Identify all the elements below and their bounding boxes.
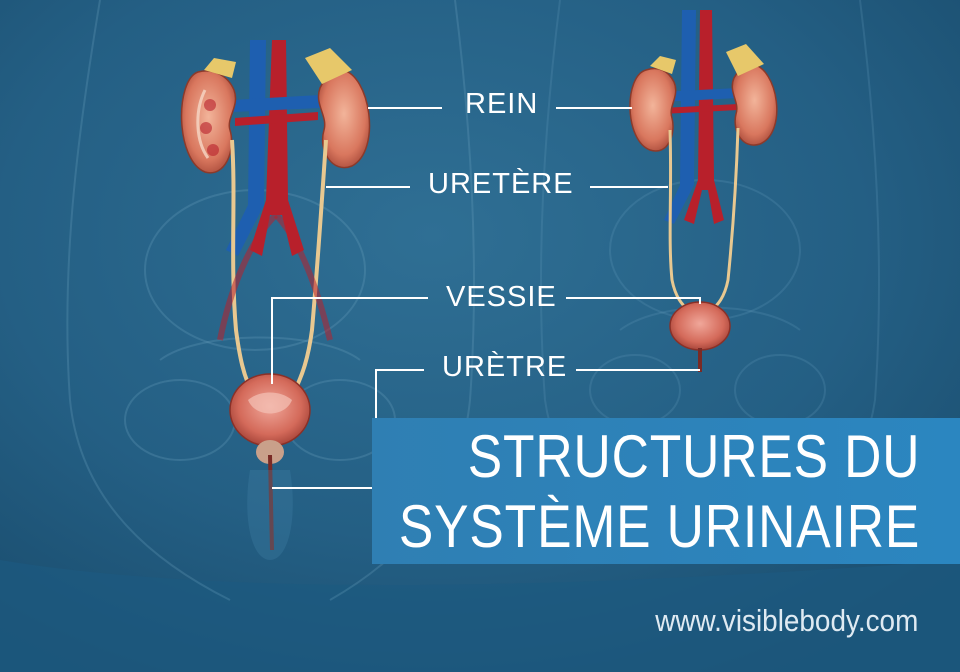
vena-cava-right xyxy=(664,10,696,224)
kidney-right-a xyxy=(629,56,677,152)
renal-vessels-right xyxy=(660,88,738,102)
leader-bladder-right xyxy=(566,297,701,304)
vena-cava-left xyxy=(226,40,266,256)
urethra-left xyxy=(268,454,274,551)
label-bladder: VESSIE xyxy=(446,281,557,313)
bottom-swoosh xyxy=(0,560,960,672)
aorta-right xyxy=(684,10,724,224)
prostate xyxy=(256,440,284,464)
leader-lines xyxy=(271,107,701,489)
kidney-right-b xyxy=(726,44,778,146)
renal-vein-left xyxy=(232,95,320,112)
leader-bladder-left xyxy=(271,297,428,384)
male-urinary-system xyxy=(180,40,371,560)
title-banner xyxy=(372,418,960,564)
title-line-2: SYSTÈME URINAIRE xyxy=(398,493,920,560)
label-ureter: URETÈRE xyxy=(428,168,574,200)
female-urinary-system xyxy=(629,10,778,372)
label-urethra: URÈTRE xyxy=(442,351,568,383)
label-kidney: REIN xyxy=(465,88,539,120)
penis-outline xyxy=(247,470,293,560)
ureter-left-a xyxy=(230,139,252,389)
renal-artery-left xyxy=(235,112,318,126)
ureter-left-b xyxy=(294,139,328,389)
title-line-1: STRUCTURES DU xyxy=(467,423,920,490)
ureter-right-b xyxy=(708,127,740,314)
website-url: www.visiblebody.com xyxy=(654,603,918,638)
ureter-right-a xyxy=(668,129,692,314)
kidney-left-b xyxy=(305,48,371,169)
aorta-left xyxy=(250,40,304,256)
bladder-right xyxy=(669,301,731,351)
